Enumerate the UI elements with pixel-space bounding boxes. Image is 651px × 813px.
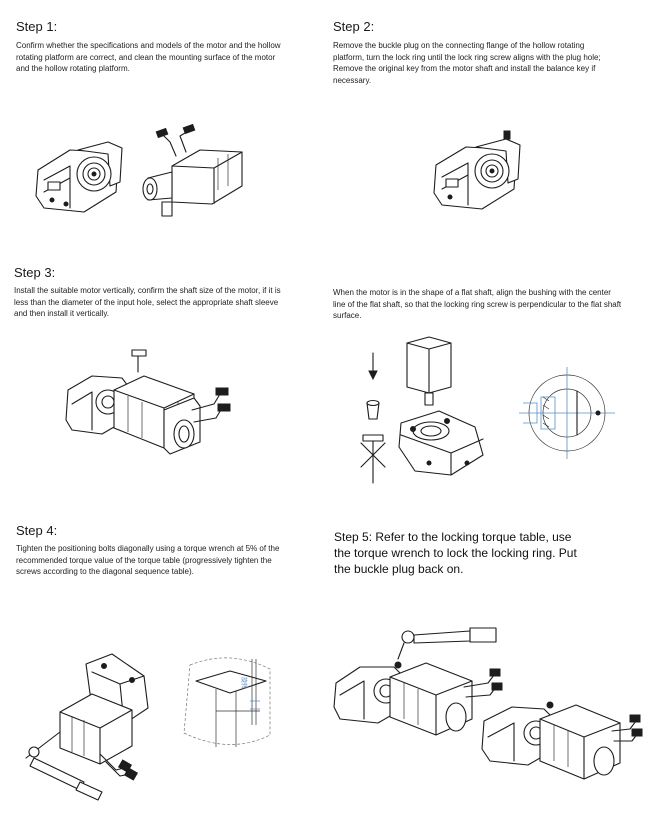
flat-shaft-section-diagram bbox=[515, 365, 615, 460]
servo-motor-illustration bbox=[60, 694, 137, 780]
step-3b-figure bbox=[355, 335, 495, 490]
rotary-platform-illustration bbox=[334, 662, 404, 723]
step-5-text: Step 5: Refer to the locking torque tabl… bbox=[334, 530, 577, 576]
step-4-figure bbox=[20, 650, 160, 800]
step-3-title: Step 3: bbox=[14, 265, 56, 280]
servo-motor-illustration bbox=[390, 663, 502, 735]
step-2-figure bbox=[430, 125, 530, 215]
rotary-platform-illustration bbox=[482, 702, 554, 765]
step-4-text: Tighten the positioning bolts diagonally… bbox=[16, 544, 280, 576]
torque-wrench-illustration bbox=[398, 628, 496, 659]
step-3-text: Install the suitable motor vertically, c… bbox=[14, 286, 281, 318]
cross-mark-icon bbox=[361, 435, 385, 483]
step-2-title: Step 2: bbox=[333, 19, 375, 34]
servo-motor-illustration bbox=[114, 350, 230, 454]
step-1-text: Confirm whether the specifications and m… bbox=[16, 41, 281, 73]
rotary-platform-illustration bbox=[434, 131, 520, 209]
step-1-figure bbox=[30, 120, 260, 230]
step-3b-text: When the motor is in the shape of a flat… bbox=[333, 288, 622, 320]
step-5-figure bbox=[330, 625, 650, 805]
down-arrow-icon bbox=[369, 353, 377, 379]
figure-label: 旋转 bbox=[240, 677, 248, 689]
diagonal-sequence-diagram: 旋转 bbox=[170, 655, 280, 750]
shaft-sleeve-illustration bbox=[367, 401, 379, 420]
step-4-title: Step 4: bbox=[16, 523, 58, 538]
rotary-platform-illustration bbox=[399, 411, 483, 475]
step-2-text: Remove the buckle plug on the connecting… bbox=[333, 41, 601, 85]
servo-motor-illustration bbox=[143, 124, 242, 216]
flat-shaft-motor-illustration bbox=[407, 337, 451, 405]
step-1-title: Step 1: bbox=[16, 19, 58, 34]
servo-motor-illustration bbox=[540, 705, 642, 779]
torque-wrench-illustration bbox=[26, 732, 102, 800]
step-3-figure bbox=[62, 350, 252, 470]
rotary-platform-illustration bbox=[36, 142, 122, 212]
